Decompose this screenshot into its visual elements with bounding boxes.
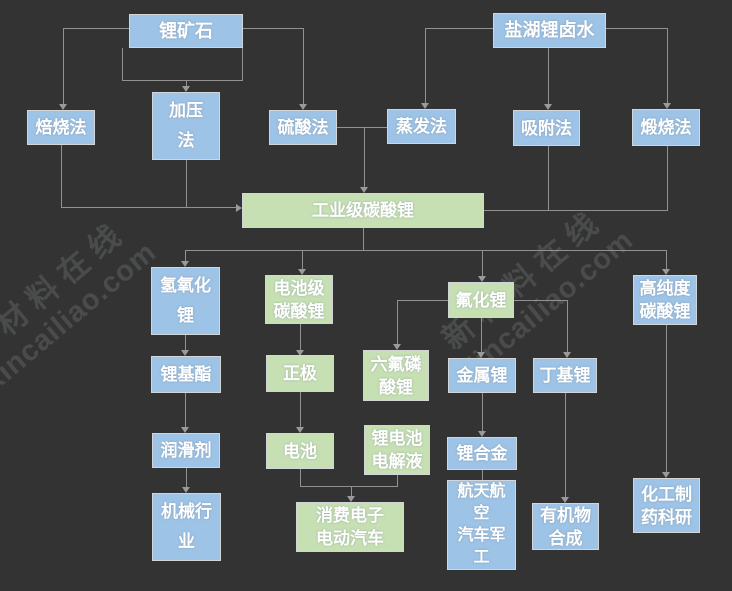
connector-line (122, 48, 123, 80)
connector-line (185, 250, 186, 261)
arrow-down-icon (663, 103, 671, 109)
connector-line (61, 145, 62, 207)
connector-line (303, 28, 304, 104)
arrow-right-icon (236, 204, 242, 212)
node-calcination-method: 煅烧法 (632, 109, 700, 146)
node-salt-lake-brine: 盐湖锂卤水 (493, 13, 606, 48)
connector-line (242, 48, 243, 80)
arrow-down-icon (421, 103, 429, 109)
connector-line (63, 28, 64, 104)
connector-line (425, 28, 426, 103)
node-lithium-hydroxide: 氢氧化 锂 (151, 267, 220, 335)
arrow-down-icon (478, 276, 486, 282)
node-aerospace-auto-military: 航天航 空 汽车军 工 (447, 480, 516, 570)
connector-line (567, 300, 568, 352)
arrow-down-icon (563, 352, 571, 358)
connector-line (548, 48, 549, 104)
arrow-down-icon (59, 104, 67, 110)
arrow-down-icon (299, 104, 307, 110)
connector-line (667, 28, 668, 103)
node-high-purity-lithium-carbonate: 高纯度 碳酸锂 (633, 275, 697, 325)
node-machinery-industry: 机械行 业 (152, 493, 221, 561)
connector-line (666, 325, 667, 472)
connector-line (667, 146, 668, 210)
arrow-down-icon (181, 261, 189, 267)
arrow-down-icon (477, 352, 485, 358)
arrow-down-icon (662, 472, 670, 478)
node-industrial-lithium-carbonate: 工业级碳酸锂 (242, 193, 484, 228)
connector-line (363, 228, 364, 250)
connector-line (122, 80, 243, 81)
node-lithium-hexafluorophosphate: 六氟磷 酸锂 (363, 350, 429, 401)
connector-line (300, 469, 301, 486)
connector-line (243, 28, 303, 29)
arrow-down-icon (296, 427, 304, 433)
node-sulfuric-acid-method: 硫酸法 (269, 110, 337, 145)
node-pressurization-method: 加压 法 (152, 92, 220, 160)
node-lubricant: 润滑剂 (152, 433, 220, 468)
connector-line (337, 127, 387, 128)
connector-line (514, 300, 567, 301)
node-butyllithium: 丁基锂 (533, 358, 597, 393)
node-lithium-ore: 锂矿石 (129, 14, 243, 48)
connector-line (548, 146, 549, 210)
connector-line (186, 80, 187, 86)
connector-line (302, 250, 303, 269)
arrow-down-icon (298, 269, 306, 275)
connector-line (364, 127, 365, 187)
arrow-down-icon (478, 431, 486, 437)
connector-line (63, 28, 129, 29)
node-lithium-battery-electrolyte: 锂电池 电解液 (364, 425, 430, 475)
node-battery: 电池 (266, 433, 334, 469)
connector-line (565, 393, 566, 497)
connector-line (481, 318, 482, 352)
node-chemical-pharma-research: 化工制 药科研 (633, 478, 700, 533)
connector-line (397, 300, 398, 344)
node-adsorption-method: 吸附法 (513, 110, 580, 146)
node-battery-grade-lithium-carbonate: 电池级 碳酸锂 (265, 275, 333, 324)
connector-line (61, 207, 236, 208)
arrow-down-icon (181, 350, 189, 356)
connector-line (397, 300, 448, 301)
connector-line (185, 335, 186, 350)
arrow-down-icon (347, 496, 355, 502)
arrow-down-icon (181, 427, 189, 433)
connector-line (186, 468, 187, 487)
node-organic-synthesis: 有机物 合成 (532, 503, 599, 550)
connector-line (300, 392, 301, 427)
node-cathode: 正极 (266, 355, 334, 392)
node-evaporation-method: 蒸发法 (387, 109, 456, 144)
connector-line (666, 250, 667, 269)
arrow-down-icon (182, 487, 190, 493)
node-consumer-electronics-ev: 消费电子 电动汽车 (296, 502, 404, 552)
arrow-down-icon (360, 187, 368, 193)
arrow-down-icon (544, 104, 552, 110)
node-lithium-fluoride: 氟化锂 (448, 282, 514, 318)
connector-line (186, 160, 187, 207)
connector-line (351, 486, 352, 496)
connector-line (606, 28, 667, 29)
connector-line (482, 393, 483, 431)
arrow-down-icon (296, 350, 304, 356)
node-lithium-alloy: 锂合金 (447, 437, 517, 470)
node-lithium-ester: 锂基酯 (151, 356, 221, 393)
arrow-down-icon (182, 86, 190, 92)
connector-line (300, 486, 398, 487)
arrow-down-icon (561, 497, 569, 503)
node-roasting-method: 焙烧法 (27, 110, 95, 145)
node-lithium-metal: 金属锂 (448, 358, 516, 393)
watermark-text-cn: 新材料在线 (0, 212, 135, 369)
connector-line (300, 324, 301, 350)
connector-line (185, 393, 186, 427)
connector-line (397, 475, 398, 486)
connector-line (482, 250, 483, 276)
connector-line (482, 470, 483, 480)
connector-line (425, 28, 493, 29)
connector-line (185, 250, 666, 251)
arrow-down-icon (662, 269, 670, 275)
connector-line (484, 210, 668, 211)
arrow-down-icon (393, 344, 401, 350)
